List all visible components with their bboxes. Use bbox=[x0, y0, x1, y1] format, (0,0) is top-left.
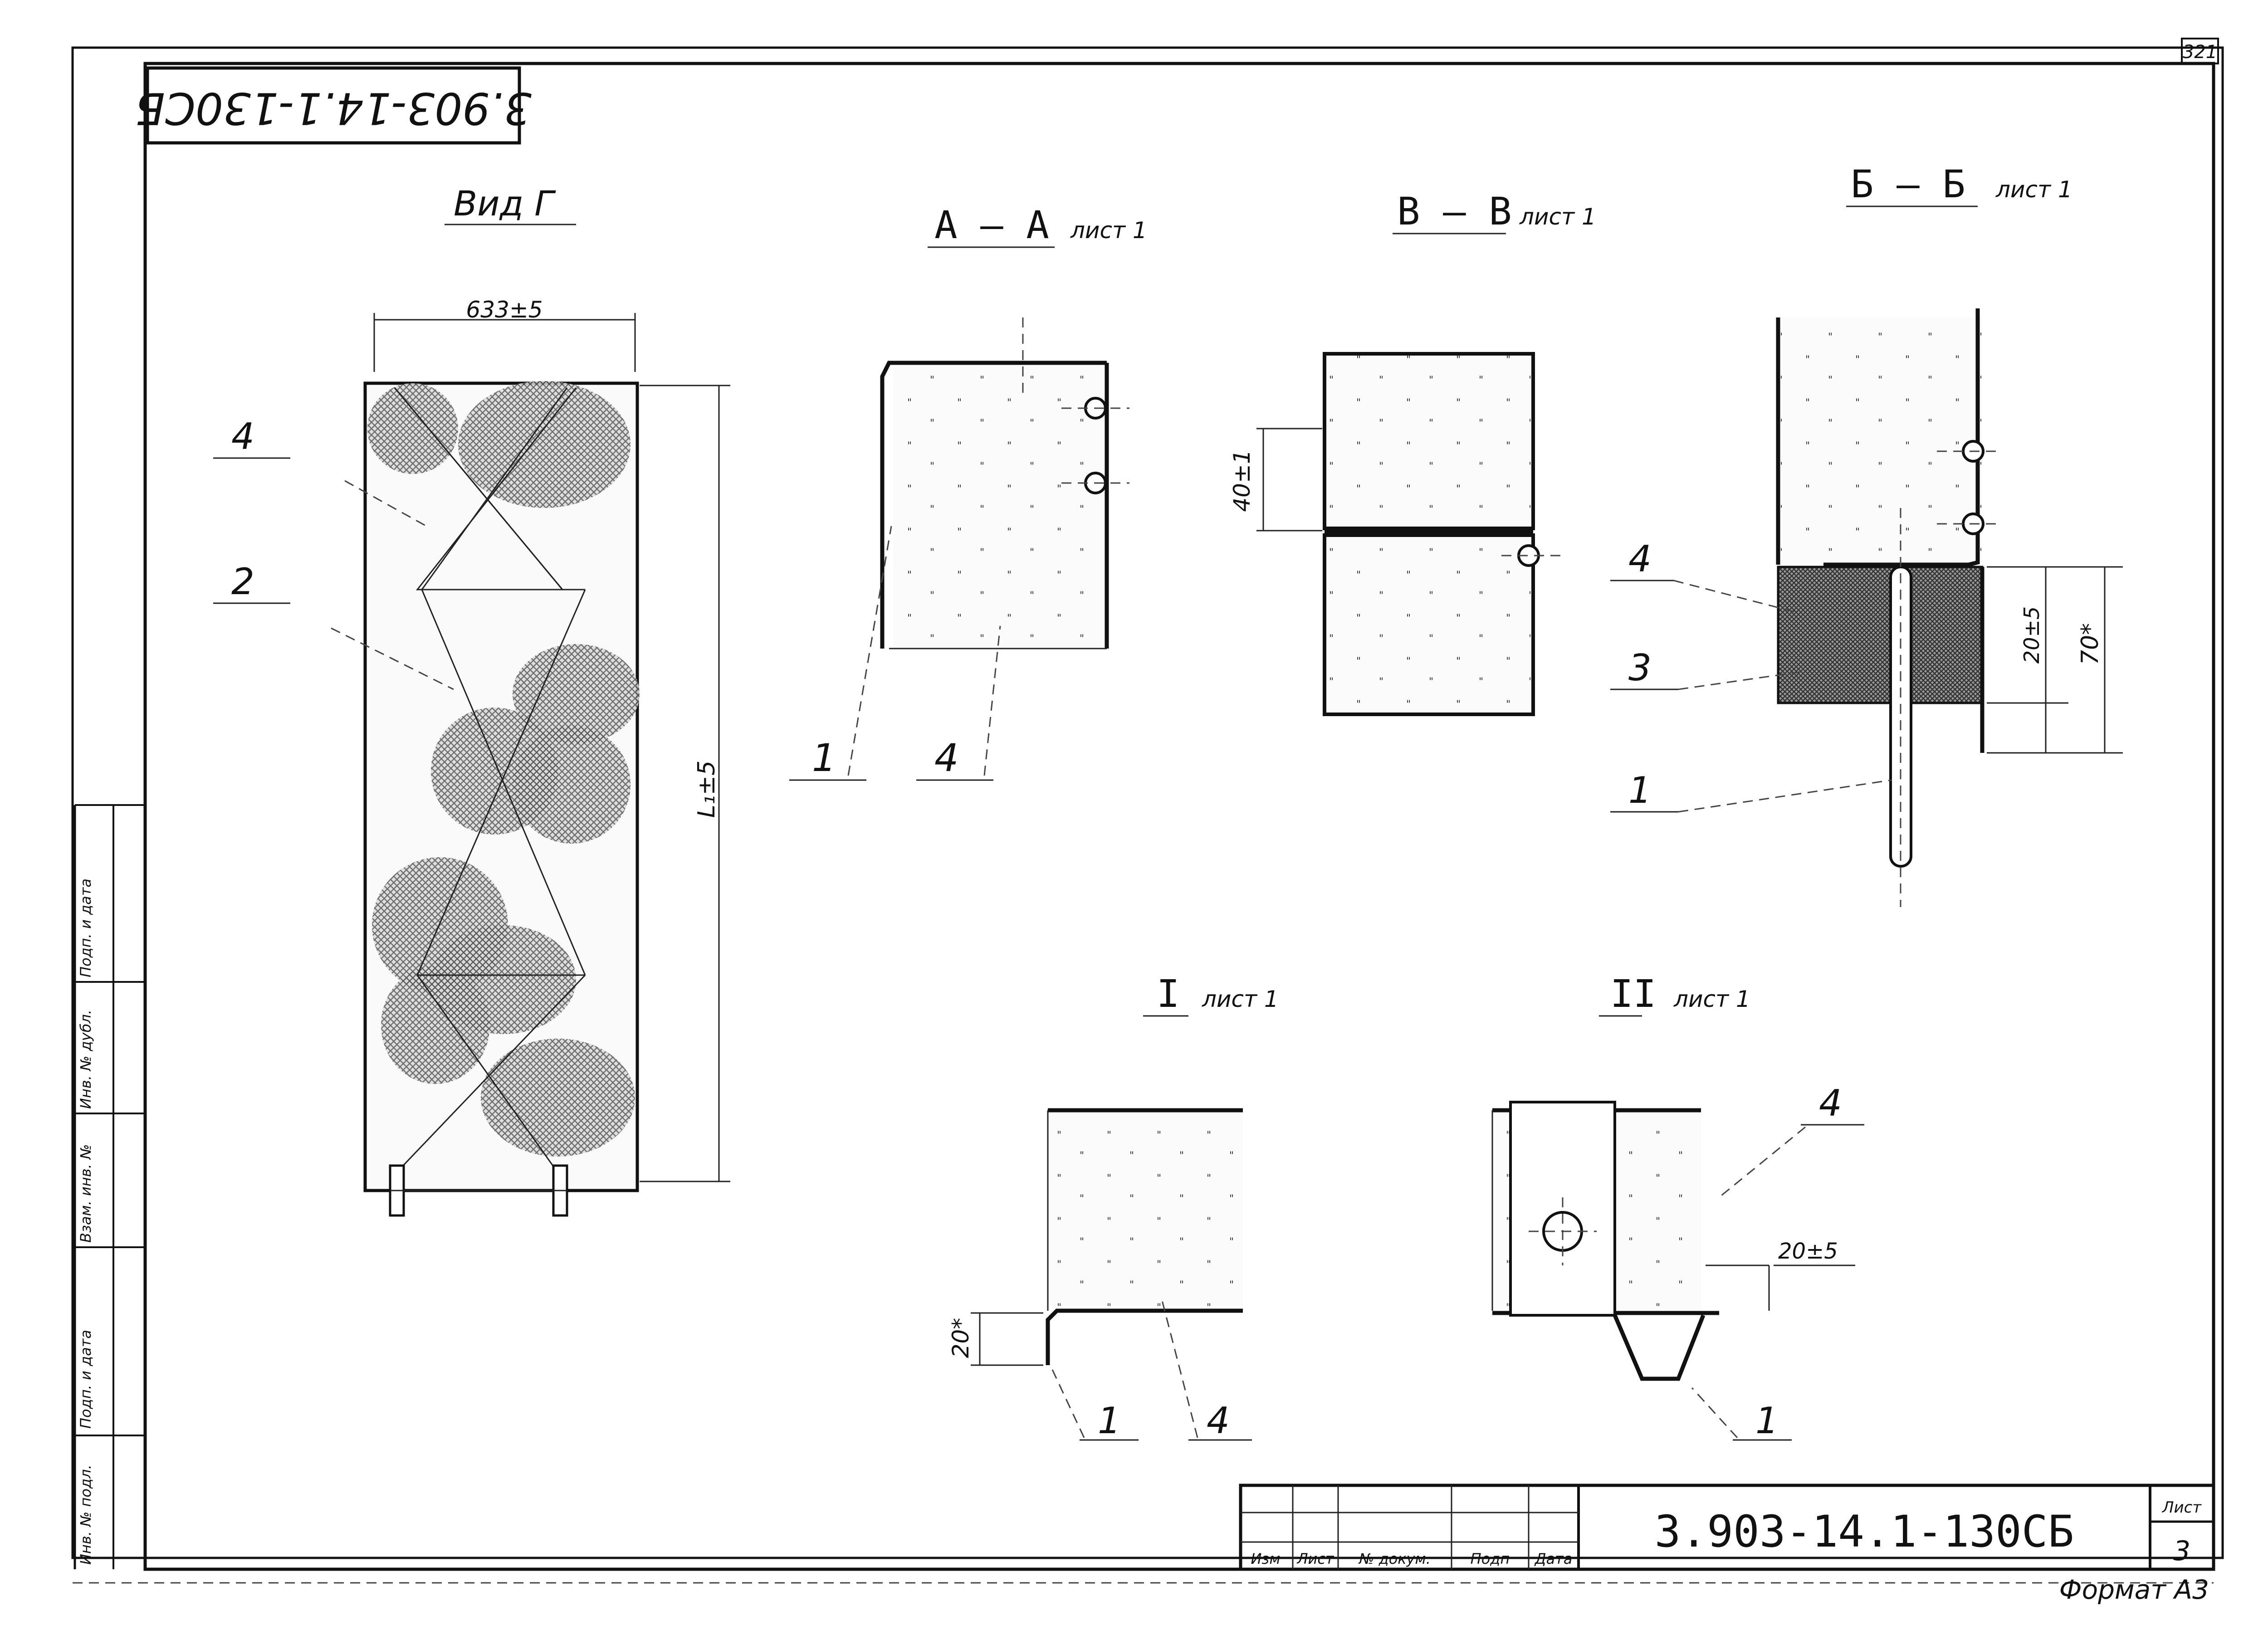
title-block: Изм Лист № докум. Подп Дата 3.903-14.1-1… bbox=[1239, 1484, 2215, 1571]
section-vv: В – В лист 1 40±1 bbox=[1229, 189, 1596, 716]
callout-3: 3 bbox=[1628, 647, 1652, 689]
section-bb: Б – Б лист 1 20±5 70* 4 3 1 bbox=[1610, 162, 2123, 907]
svg-text:Лист: Лист bbox=[1296, 1550, 1334, 1567]
callout-1: 1 bbox=[1755, 1400, 1779, 1442]
node-i: I лист 1 20* 1 4 bbox=[948, 971, 1279, 1442]
svg-text:№ докум.: № докум. bbox=[1358, 1550, 1431, 1567]
mesh-blobs bbox=[367, 381, 640, 1157]
callout-1: 1 bbox=[1628, 769, 1652, 811]
svg-text:лист 1: лист 1 bbox=[1995, 176, 2072, 203]
dim-i: 20* bbox=[948, 1318, 974, 1358]
view-title-bb: Б – Б bbox=[1851, 162, 1965, 206]
svg-text:Подп. и дата: Подп. и дата bbox=[77, 879, 94, 977]
callout-1: 1 bbox=[1098, 1400, 1121, 1442]
dim-bb-a: 20±5 bbox=[2019, 606, 2044, 664]
svg-text:лист 1: лист 1 bbox=[1070, 217, 1147, 244]
dim-length: L₁±5 bbox=[693, 761, 720, 818]
view-vid-g: Вид Г 633±5 bbox=[213, 183, 730, 1217]
clip-plate bbox=[1509, 1101, 1616, 1317]
callout-2: 2 bbox=[231, 561, 254, 603]
callout-4: 4 bbox=[1819, 1082, 1842, 1124]
view-title-ii: II bbox=[1610, 971, 1656, 1016]
svg-text:Изм: Изм bbox=[1251, 1550, 1280, 1567]
callout-4: 4 bbox=[231, 415, 254, 458]
svg-text:Подп. и дата: Подп. и дата bbox=[77, 1330, 94, 1429]
section-aa: А – А лист 1 1 4 bbox=[789, 203, 1147, 781]
svg-text:Подп: Подп bbox=[1471, 1550, 1510, 1567]
inner-frame bbox=[143, 62, 2215, 1571]
doc-code: 3.903-14.1-130СБ bbox=[1655, 1506, 2074, 1557]
rotated-stamp: 3.903-14.1-130СБ bbox=[135, 66, 532, 145]
svg-text:3.903-14.1-130СБ: 3.903-14.1-130СБ bbox=[135, 83, 532, 134]
mesh-block bbox=[1777, 566, 1984, 704]
view-title-aa: А – А bbox=[934, 203, 1049, 247]
callout-4: 4 bbox=[934, 736, 958, 780]
left-strip: Инв. № подл. Подп. и дата Взам. инв. № И… bbox=[73, 804, 145, 1569]
dim-ii: 20±5 bbox=[1778, 1239, 1838, 1264]
bottom-channel bbox=[1613, 1314, 1706, 1381]
view-title-i: I bbox=[1157, 971, 1180, 1016]
dim-bb-b: 70* bbox=[2077, 623, 2104, 665]
callout-1: 1 bbox=[812, 736, 836, 780]
callout-4: 4 bbox=[1628, 538, 1652, 580]
svg-text:лист 1: лист 1 bbox=[1202, 986, 1279, 1012]
view-title-vid-g: Вид Г bbox=[454, 183, 556, 224]
outer-frame bbox=[71, 46, 2224, 1559]
node-ii: II лист 1 20±5 4 1 bbox=[1491, 971, 1864, 1442]
svg-text:лист 1: лист 1 bbox=[1673, 986, 1750, 1012]
format-label: Формат А3 bbox=[2059, 1574, 2209, 1605]
svg-text:Дата: Дата bbox=[1534, 1550, 1573, 1567]
svg-text:Инв. № подл.: Инв. № подл. bbox=[77, 1464, 94, 1565]
dim-width: 633±5 bbox=[466, 297, 543, 323]
callout-4: 4 bbox=[1207, 1400, 1230, 1442]
svg-text:321: 321 bbox=[2183, 42, 2217, 63]
view-title-vv: В – В bbox=[1397, 189, 1512, 234]
dim-vv: 40±1 bbox=[1229, 449, 1255, 512]
svg-text:Инв. № дубл.: Инв. № дубл. bbox=[77, 1010, 94, 1109]
corner-sheet-number: 321 bbox=[2181, 38, 2219, 64]
sheet-number: 3 bbox=[2173, 1535, 2190, 1567]
svg-text:лист 1: лист 1 bbox=[1519, 204, 1596, 230]
sheet-label: Лист bbox=[2161, 1498, 2202, 1517]
svg-text:Взам. инв. №: Взам. инв. № bbox=[77, 1144, 94, 1243]
